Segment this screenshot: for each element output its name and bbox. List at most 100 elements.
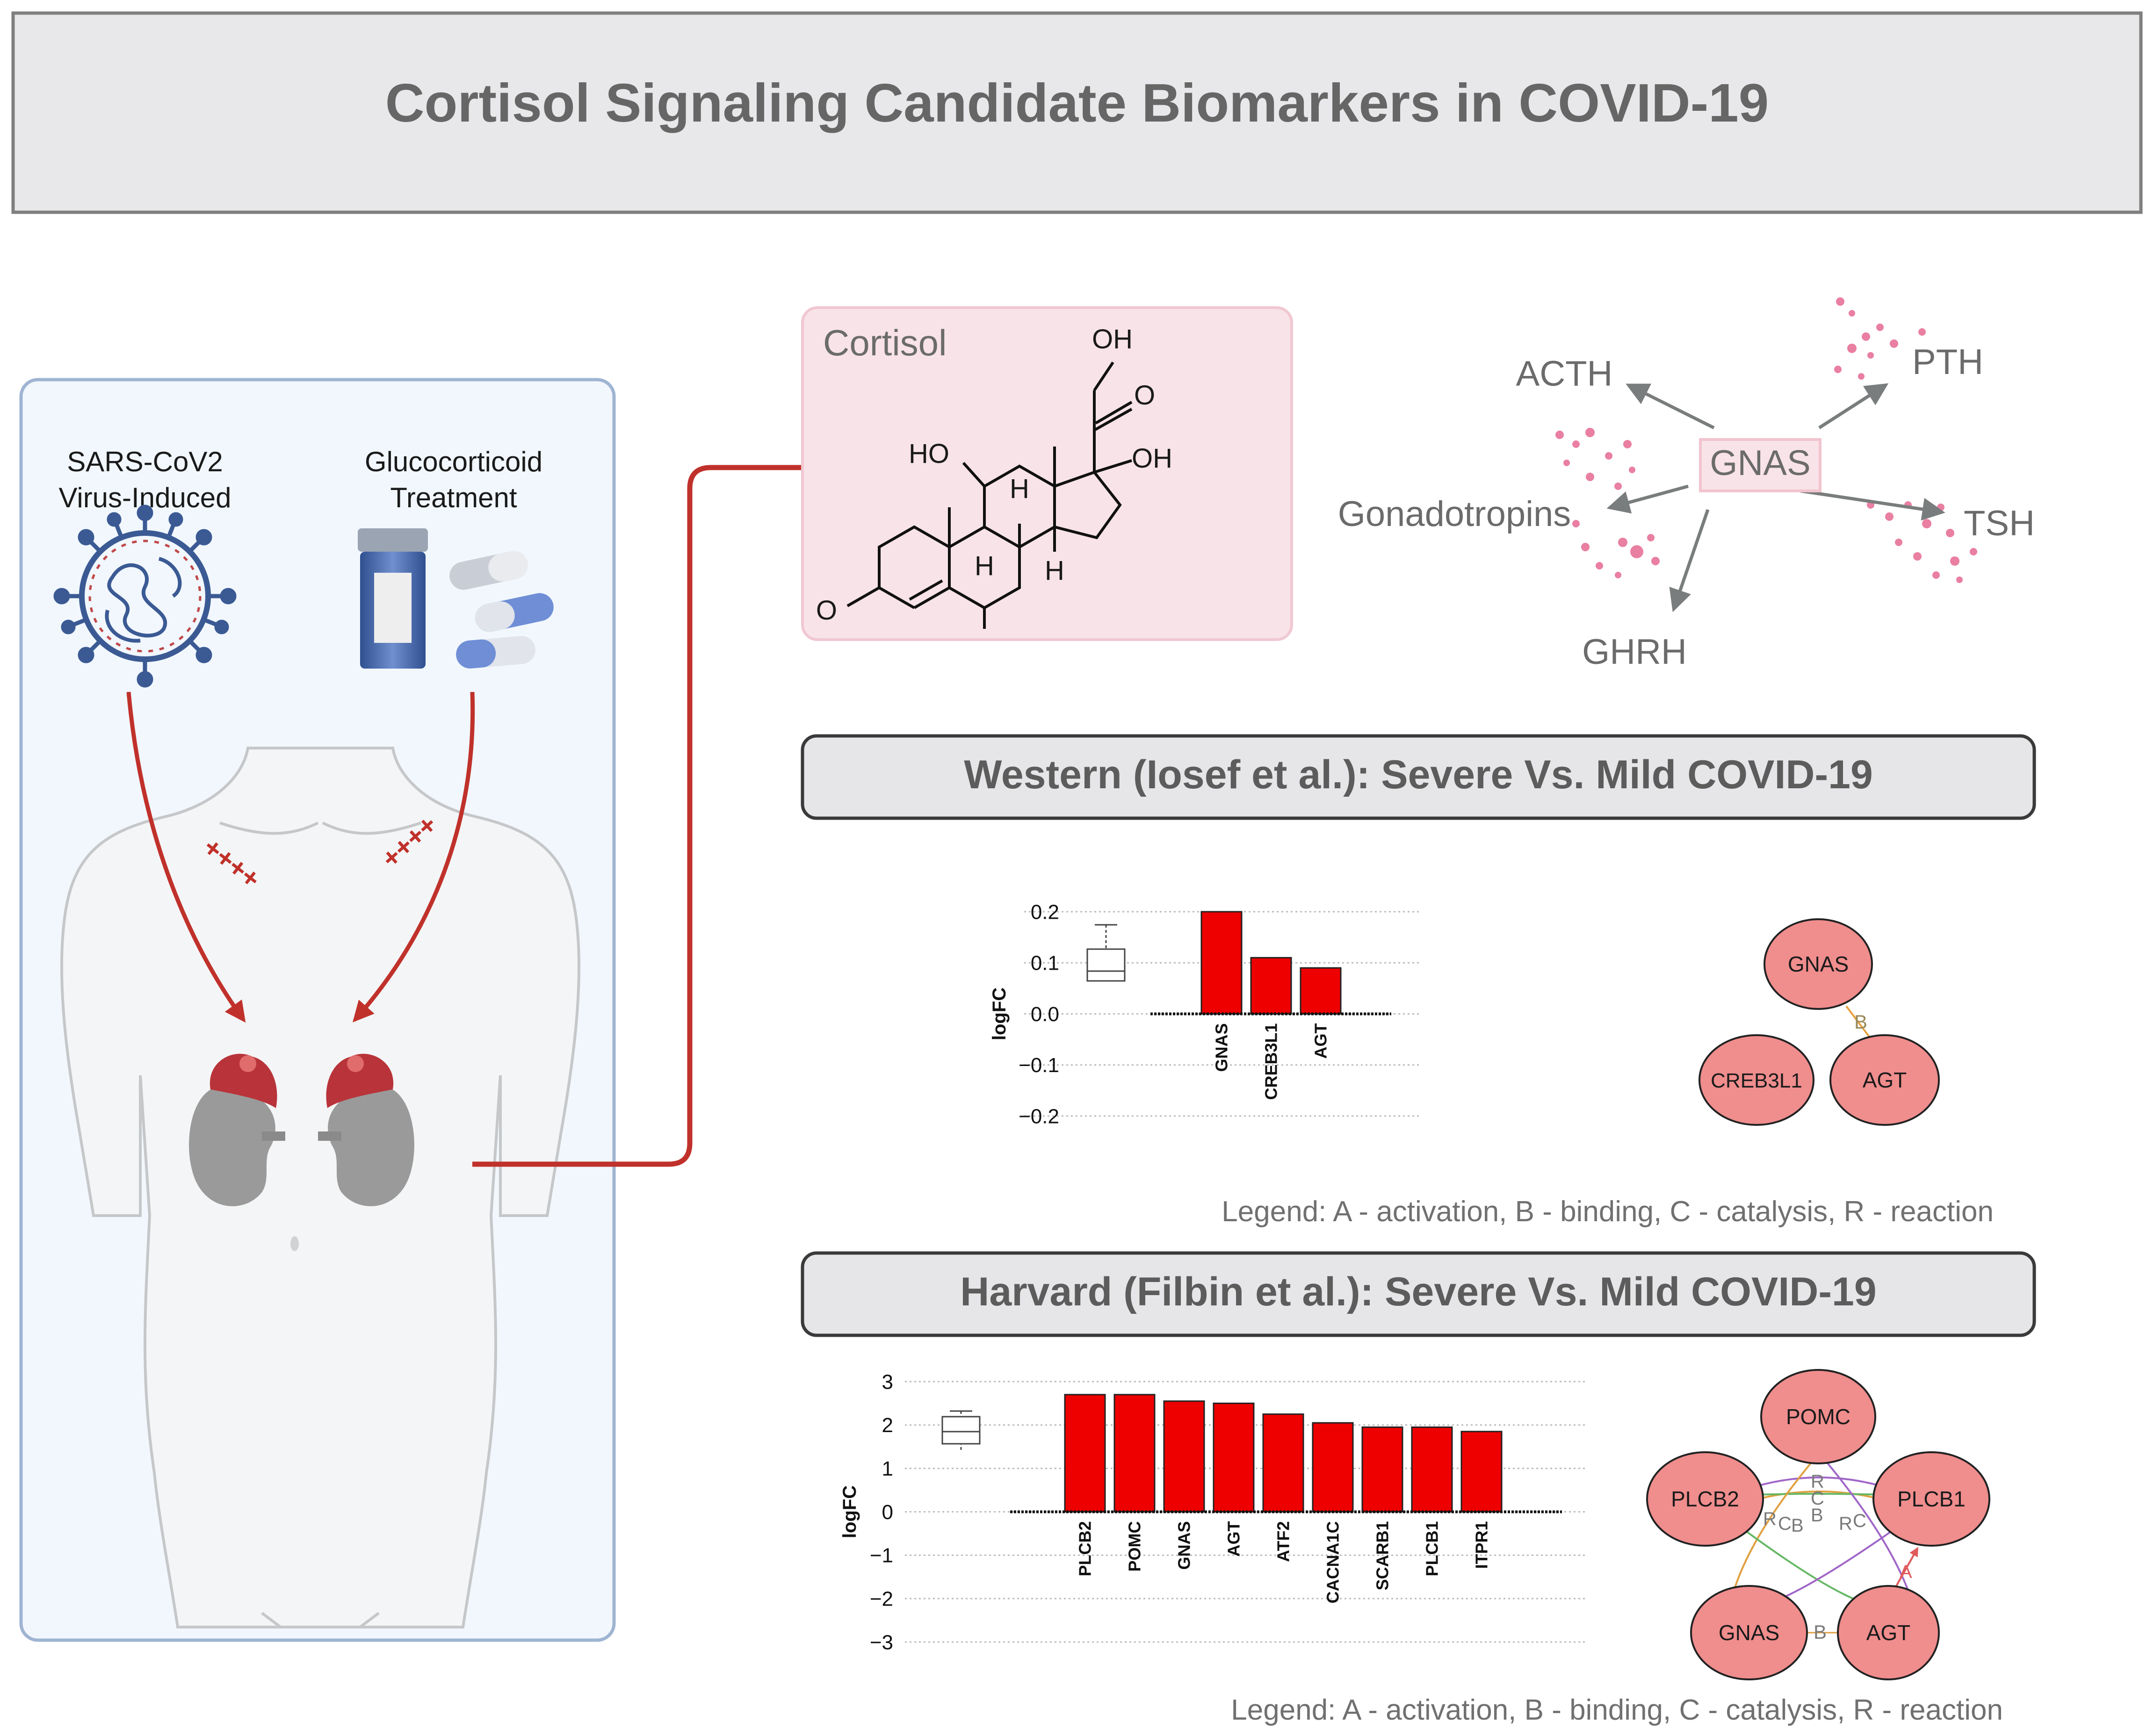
edge-gnas-pth (1818, 383, 1889, 429)
target-pth: PTH (1912, 342, 1983, 382)
virus-icon (53, 504, 237, 688)
harvard-node-pomc (1760, 1369, 1876, 1464)
y-tick-label: −0.2 (1019, 1105, 1059, 1128)
x-tick-label: CACNA1C (1323, 1521, 1343, 1604)
bar-creb3l1 (1250, 957, 1292, 1015)
harvard-edge-label-a: A (1900, 1562, 1912, 1582)
harvard-edge-letter-5: C (1778, 1513, 1792, 1534)
kidney-right-icon (318, 1086, 414, 1206)
atom-h3: H (1045, 555, 1064, 586)
western-section: Western (Iosef et al.): Severe Vs. Mild … (801, 734, 2036, 1228)
y-tick-label: 0.2 (1031, 900, 1059, 923)
western-node-agt-label: AGT (1863, 1068, 1907, 1092)
harvard-node-plcb2-label: PLCB2 (1671, 1487, 1739, 1511)
harvard-chart: 3 2 1 0 −1 −2 −3 logFC PLCB2 POMC GNAS AGT ATF2 CACNA… (839, 1370, 1588, 1654)
bar-agt (1213, 1402, 1255, 1513)
hormone-dots (1555, 297, 1977, 583)
harvard-node-plcb1-label: PLCB1 (1897, 1487, 1966, 1511)
western-edge-label: B (1854, 1011, 1867, 1033)
arrow-virus-to-adrenal (126, 692, 246, 1023)
treatment-label-line1: Glucocorticoid (365, 446, 542, 477)
edge-gnas-ghrh (1669, 509, 1710, 612)
cortisol-box: Cortisol (801, 306, 1293, 641)
arrow-treatment-to-adrenal (353, 692, 475, 1023)
x-tick-label: GNAS (1175, 1521, 1194, 1570)
harvard-edge-letter-4: R (1763, 1509, 1777, 1529)
y-axis-label: logFC (839, 1485, 860, 1538)
western-node-gnas-label: GNAS (1788, 952, 1849, 976)
body-silhouette (60, 747, 581, 1628)
atom-o-left: O (816, 595, 837, 626)
atom-o-ketone: O (1134, 380, 1155, 411)
capsule-icon (449, 551, 554, 669)
gnas-center-label: GNAS (1710, 443, 1810, 483)
target-acth: ACTH (1516, 354, 1613, 394)
y-tick-label: 0.0 (1031, 1003, 1059, 1026)
harvard-node-gnas (1690, 1585, 1808, 1680)
gnas-center-box (1699, 438, 1822, 492)
x-tick-label: PLCB1 (1423, 1521, 1442, 1577)
harvard-edge-letter-2: C (1811, 1488, 1824, 1509)
pill-bottle-icon (358, 528, 428, 669)
bar-gnas (1163, 1400, 1205, 1513)
x-tick-label: GNAS (1212, 1023, 1231, 1072)
y-tick-label: 1 (882, 1457, 893, 1480)
virus-label-line1: SARS-CoV2 (67, 446, 223, 477)
harvard-edge-letter-7: R (1839, 1513, 1852, 1534)
treatment-label-line2: Treatment (390, 482, 517, 513)
x-tick-label: POMC (1125, 1521, 1144, 1571)
atom-oh-top: OH (1092, 324, 1133, 354)
x-tick-label: PLCB2 (1076, 1521, 1095, 1577)
harvard-section: Harvard (Filbin et al.): Severe Vs. Mild… (801, 1251, 2036, 1726)
boxplot-box (1086, 948, 1126, 982)
figure-title: Cortisol Signaling Candidate Biomarkers … (385, 72, 1769, 133)
bar-atf2 (1262, 1413, 1304, 1513)
edge-gnas-gonadotropins (1606, 484, 1689, 514)
y-tick-label: 0.1 (1031, 952, 1059, 975)
bar-agt (1300, 967, 1342, 1015)
y-axis-label: logFC (989, 987, 1010, 1040)
bar-gnas (1200, 911, 1243, 1015)
edge-gnas-acth (1626, 383, 1715, 430)
harvard-edge-label-b: B (1814, 1621, 1827, 1643)
y-tick-label: 3 (882, 1370, 893, 1393)
harvard-node-gnas-label: GNAS (1719, 1621, 1779, 1645)
harvard-edge-letter-6: B (1791, 1515, 1804, 1536)
x-tick-label: SCARB1 (1373, 1521, 1392, 1591)
y-tick-label: 2 (882, 1414, 893, 1437)
bar-plcb1 (1411, 1426, 1453, 1513)
y-tick-label: −3 (870, 1631, 893, 1654)
bar-plcb2 (1064, 1394, 1106, 1513)
harvard-node-plcb2 (1646, 1451, 1764, 1547)
bar-scarb1 (1361, 1426, 1403, 1513)
western-header: Western (Iosef et al.): Severe Vs. Mild … (964, 752, 1873, 797)
gnas-network: GNAS ACTH PTH Gonadotropins TSH GHRH (1338, 297, 2035, 672)
x-tick-label: AGT (1224, 1521, 1243, 1557)
western-header-box (801, 734, 2036, 820)
x-tick-label: ATF2 (1274, 1521, 1293, 1562)
y-tick-label: 0 (882, 1501, 893, 1524)
bar-pomc (1113, 1394, 1156, 1513)
western-node-creb3l1 (1699, 1034, 1814, 1126)
bar-itpr1 (1460, 1431, 1503, 1513)
edge-gnas-tsh (1800, 489, 1945, 521)
cortisol-structure (846, 361, 1133, 629)
atom-oh-right: OH (1132, 443, 1172, 474)
atom-h2: H (975, 551, 994, 581)
kidney-left-icon (189, 1086, 285, 1206)
y-tick-label: −1 (870, 1544, 893, 1567)
harvard-edge-letter-1: R (1811, 1471, 1824, 1492)
western-network: B GNAS CREB3L1 AGT (1699, 918, 1940, 1126)
atom-ho-left: HO (909, 439, 949, 469)
harvard-header-box (801, 1251, 2036, 1337)
harvard-legend: Legend: A - activation, B - binding, C -… (1231, 1694, 2003, 1726)
y-tick-label: −2 (870, 1588, 893, 1611)
harvard-edge-letter-3: B (1811, 1505, 1823, 1526)
western-legend: Legend: A - activation, B - binding, C -… (1222, 1196, 1994, 1228)
bar-cacna1c (1312, 1422, 1354, 1513)
y-tick-label: −0.1 (1019, 1054, 1059, 1077)
western-node-gnas (1764, 918, 1873, 1010)
harvard-node-agt-label: AGT (1866, 1621, 1911, 1645)
